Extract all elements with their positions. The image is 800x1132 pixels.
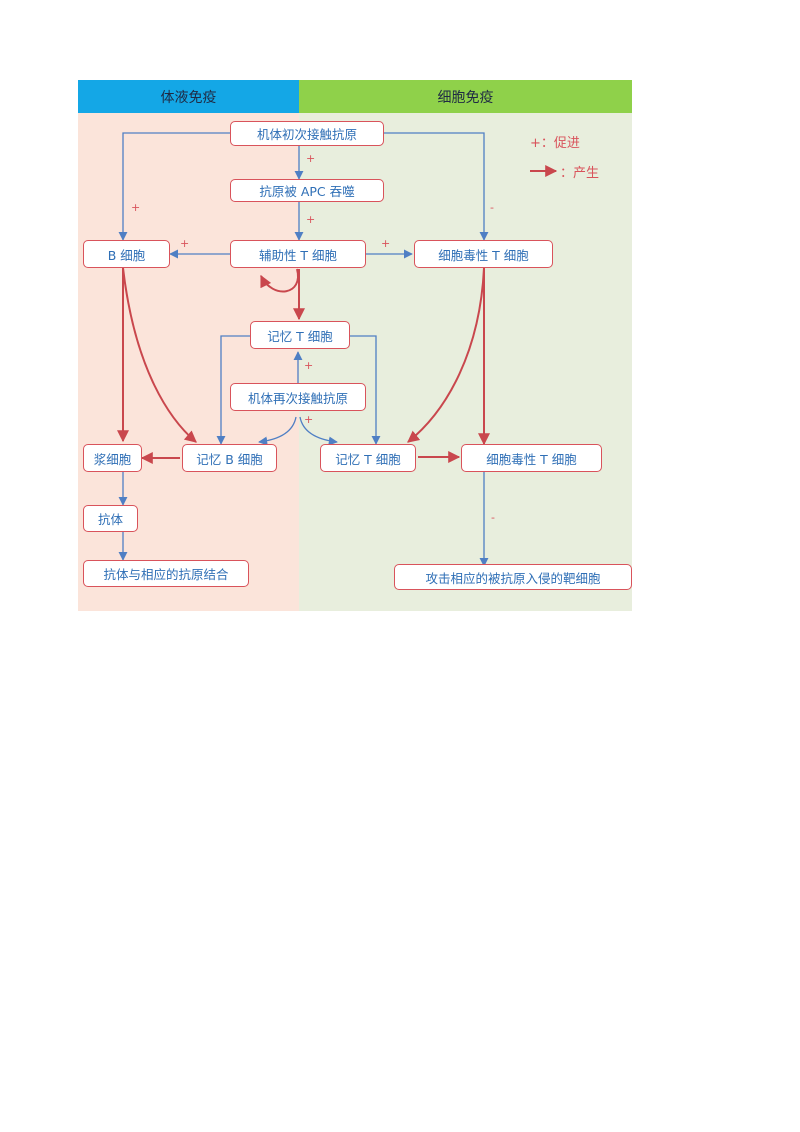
link-b-to-memb — [122, 267, 197, 443]
node-memory-t-top: 记忆 T 细胞 — [250, 321, 350, 349]
node-cytotoxic-t2: 细胞毒性 T 细胞 — [461, 444, 602, 472]
sign-first-to-cytotoxic: - — [490, 201, 494, 214]
sign-second-to-memt: + — [304, 359, 314, 372]
node-apc: 抗原被 APC 吞噬 — [230, 179, 384, 202]
cellular-immunity-header: 细胞免疫 — [299, 80, 632, 113]
link-second-to-memb — [258, 416, 297, 446]
node-helper-t: 辅助性 T 细胞 — [230, 240, 366, 268]
node-b-cell: B 细胞 — [83, 240, 170, 268]
node-memory-t-bottom: 记忆 T 细胞 — [320, 444, 416, 472]
link-first-to-b — [118, 132, 230, 241]
node-first-contact: 机体初次接触抗原 — [230, 121, 384, 146]
node-second-contact: 机体再次接触抗原 — [230, 383, 366, 411]
sign-first-to-b: + — [131, 201, 141, 214]
node-memory-b: 记忆 B 细胞 — [182, 444, 277, 472]
link-memt-to-memt — [350, 335, 381, 445]
node-plasma: 浆细胞 — [83, 444, 142, 472]
legend-produce: ：产生 — [560, 166, 600, 181]
node-cytotoxic-t: 细胞毒性 T 细胞 — [414, 240, 553, 268]
node-antibody: 抗体 — [83, 505, 138, 532]
sign-second-to-memory: + — [304, 413, 314, 426]
sign-apc-to-helper: + — [306, 213, 316, 226]
node-bind: 抗体与相应的抗原结合 — [83, 560, 249, 587]
link-second-to-memt-bottom — [299, 416, 338, 446]
link-memt-to-memb — [216, 335, 250, 445]
humoral-immunity-header: 体液免疫 — [78, 80, 299, 113]
node-attack: 攻击相应的被抗原入侵的靶细胞 — [394, 564, 632, 590]
link-first-to-cytotoxic — [384, 132, 489, 241]
sign-cytotoxic2-to-attack: - — [491, 511, 495, 524]
sign-first-to-apc: + — [306, 152, 316, 165]
link-cytotoxic-to-memt — [407, 267, 485, 443]
sign-helper-to-cytotoxic: + — [381, 237, 391, 250]
diagram-links — [117, 132, 558, 567]
link-helper-self-loop — [260, 268, 300, 293]
sign-helper-to-b: + — [180, 237, 190, 250]
immune-response-diagram: 体液免疫 细胞免疫 — [78, 80, 632, 611]
legend-promote: +：促进 — [530, 136, 580, 151]
